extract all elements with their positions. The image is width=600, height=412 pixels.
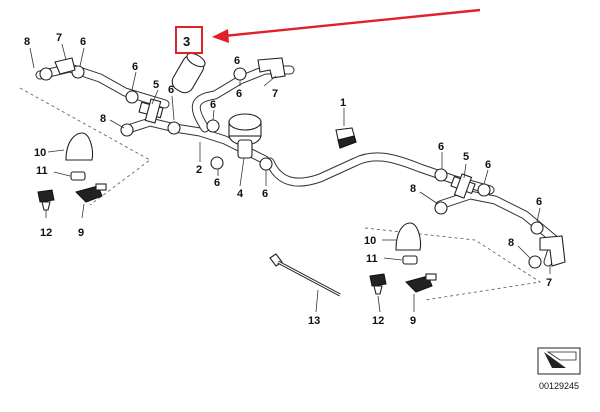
- washer-pump: [228, 113, 262, 159]
- elbow-connectors: [54, 57, 566, 267]
- callout-labels: 8 7 6 3 6 6 5 6 7 1 6 8 6 10 2 11 6 4 6 …: [24, 32, 552, 327]
- hose-clamps: [39, 65, 544, 269]
- label-6: 6: [236, 88, 242, 100]
- label-4: 4: [237, 188, 244, 200]
- label-9: 9: [78, 227, 84, 239]
- washer-jet-left: [75, 183, 107, 203]
- label-2: 2: [196, 164, 202, 176]
- label-8: 8: [100, 113, 106, 125]
- label-6: 6: [234, 55, 240, 67]
- label-12: 12: [40, 227, 52, 239]
- clip-right: [369, 273, 387, 295]
- reference-number: 00129245: [539, 381, 579, 391]
- label-7: 7: [546, 277, 552, 289]
- dashed-assembly-lines: [19, 87, 542, 301]
- label-6: 6: [132, 61, 138, 73]
- highlight-box: [175, 26, 203, 54]
- label-13: 13: [308, 315, 320, 327]
- label-1: 1: [340, 97, 346, 109]
- label-8: 8: [24, 36, 30, 48]
- label-6: 6: [262, 188, 268, 200]
- label-12: 12: [372, 315, 384, 327]
- leader-lines: [29, 43, 551, 313]
- clip-left: [37, 189, 55, 211]
- seal-right: [402, 255, 418, 265]
- holder-clip-part-1: [335, 127, 357, 149]
- label-9: 9: [410, 315, 416, 327]
- t-connectors: [138, 98, 476, 199]
- highlight-arrow: [212, 8, 481, 43]
- cable-tie-part-13: [269, 253, 341, 297]
- label-11: 11: [36, 165, 48, 177]
- label-8: 8: [410, 183, 416, 195]
- hose-lines: [35, 63, 560, 267]
- label-5: 5: [153, 79, 159, 91]
- reference-badge: 00129245: [537, 347, 581, 391]
- label-10: 10: [364, 235, 376, 247]
- label-11: 11: [366, 253, 378, 265]
- nozzle-cover-left: [65, 132, 94, 161]
- label-10: 10: [34, 147, 46, 159]
- sleeve-part-3: [171, 52, 206, 94]
- label-3: 3: [183, 34, 190, 49]
- label-6: 6: [168, 84, 174, 96]
- label-7: 7: [272, 88, 278, 100]
- label-8: 8: [508, 237, 514, 249]
- nozzle-cover-right: [395, 222, 422, 251]
- label-6: 6: [485, 159, 491, 171]
- label-7: 7: [56, 32, 62, 44]
- label-6: 6: [536, 196, 542, 208]
- label-6: 6: [210, 99, 216, 111]
- label-6: 6: [214, 177, 220, 189]
- label-6: 6: [438, 141, 444, 153]
- washer-jet-right: [405, 273, 437, 293]
- seal-left: [70, 171, 86, 181]
- label-6: 6: [80, 36, 86, 48]
- label-5: 5: [463, 151, 469, 163]
